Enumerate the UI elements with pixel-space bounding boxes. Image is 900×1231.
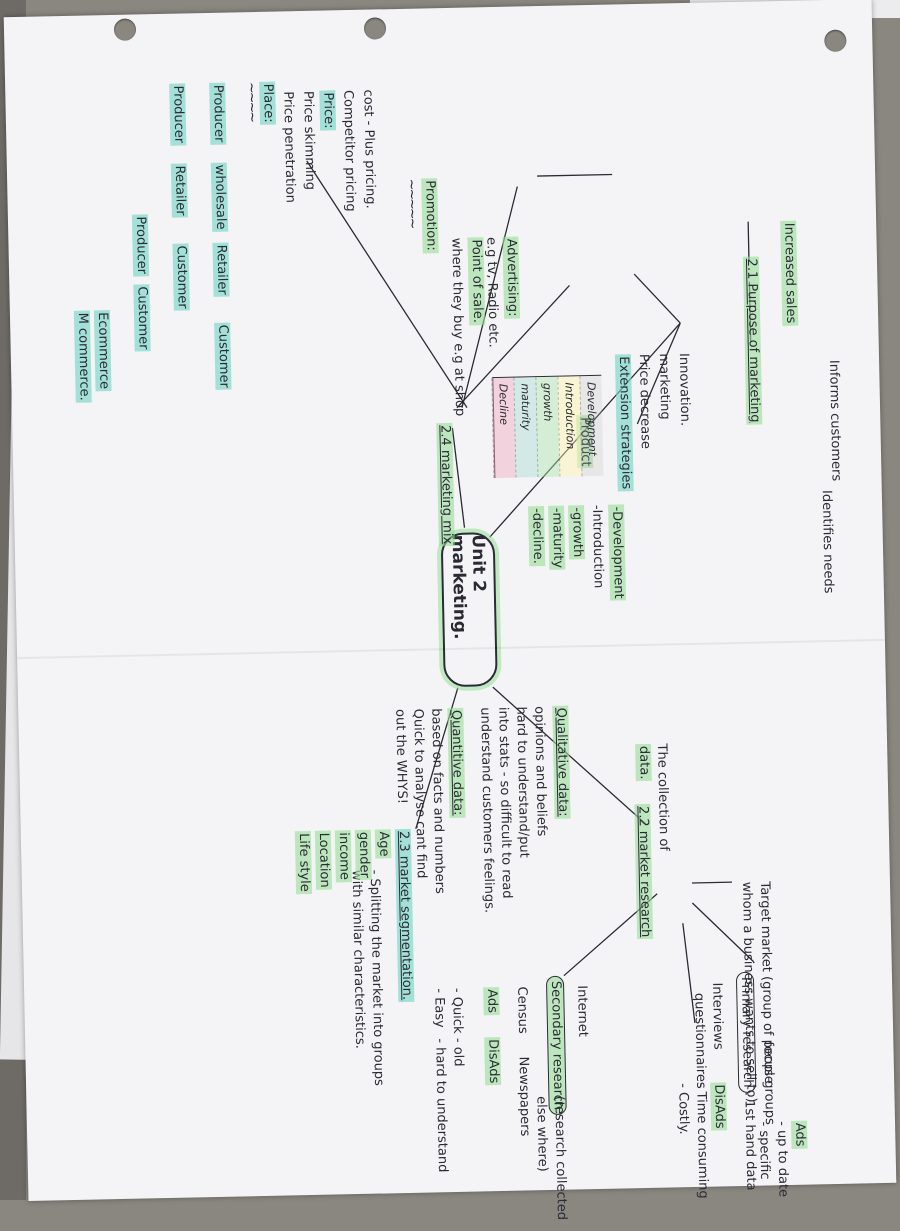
research-heading: 2.2 market research: [634, 803, 654, 940]
primary-ads: Ads: [790, 1120, 808, 1149]
extension-heading: Extension strategies: [614, 354, 634, 492]
price-item: Competitor pricing: [340, 89, 358, 212]
place-chain1-item: Producer: [209, 82, 227, 145]
segmentation-item: Age: [374, 829, 392, 859]
product-stage: -growth: [568, 505, 586, 560]
place-chain1-item: Retailer: [212, 242, 230, 297]
qualitative-heading: Qualitative data:: [552, 705, 571, 819]
quantitative-heading: Quantitive data:: [447, 707, 466, 818]
product-life-cycle-diagram: Development Introduction growth maturity…: [491, 374, 604, 479]
secondary-ads: Ads: [483, 987, 500, 1016]
secondary-source: Newspapers: [515, 1056, 533, 1137]
place-heading: Place:: [259, 81, 277, 125]
place-mcommerce: M commerce.: [73, 310, 92, 403]
place-chain2-item: Customer: [172, 243, 190, 311]
plc-stage-label: growth: [535, 376, 560, 478]
secondary-source: Internet: [574, 985, 591, 1038]
plc-stage-label: Decline: [491, 377, 516, 479]
primary-disads-item: - Time consuming: [693, 1082, 711, 1199]
primary-ads-item: - up to date: [773, 1121, 791, 1198]
promotion-heading: Promotion:: [421, 178, 439, 254]
purpose-informs: Informs customers: [826, 359, 844, 482]
primary-method: focus groups: [760, 1041, 778, 1125]
place-chain3-item: Customer: [133, 284, 151, 352]
price-item: Price penetration: [280, 91, 298, 204]
mix-heading: 2.4 marketing mix: [436, 422, 455, 547]
quantitative-line: out the WHYS!: [392, 708, 410, 805]
place-chain3-item: Producer: [131, 214, 150, 277]
secondary-ads-item: - Quick: [449, 987, 466, 1034]
segmentation-item: income: [334, 830, 352, 883]
price-item: Price skimming: [300, 90, 318, 191]
primary-research: Primary research: [735, 971, 757, 1093]
product-stage: -maturity: [548, 505, 566, 571]
plc-stage-label: maturity: [513, 377, 538, 478]
mind-map: Unit 2 marketing. 2.1 Purpose of marketi…: [34, 19, 898, 1220]
secondary-note-2: else where): [533, 1096, 550, 1172]
product-stage: -Introduction: [589, 504, 606, 589]
purpose-identifies: Identifies needs: [818, 489, 836, 594]
place-chain2-item: Producer: [169, 83, 187, 146]
research-collection-2: data.: [635, 743, 652, 782]
segmentation-item: Location: [314, 830, 333, 890]
squiggle-decoration: ~~~~: [243, 81, 260, 122]
promotion-adv-desc: e.g tv, Radio etc.: [483, 236, 501, 348]
price-item: cost - Plus pricing.: [360, 89, 378, 209]
place-chain2-item: Retailer: [170, 163, 188, 218]
secondary-easy: - Easy: [431, 988, 447, 1028]
place-chain1-item: wholesale: [210, 162, 229, 232]
segmentation-item: Life style: [294, 830, 313, 895]
squiggle-decoration: ~~~~~: [403, 178, 421, 228]
plc-stage-label: Development: [579, 375, 604, 477]
purpose-increased: Increased sales: [780, 220, 799, 326]
extension-item: marketing: [655, 353, 673, 420]
promotion-advertising: Advertising:: [502, 236, 521, 319]
secondary-disads-item: - old: [450, 1037, 466, 1067]
research-collection: The collection of: [654, 743, 672, 852]
product-stage: -decline.: [528, 506, 546, 567]
product-stage: -Development: [608, 504, 627, 601]
extension-item: Price decrease: [635, 353, 653, 450]
qualitative-line: hard to understand/put: [513, 706, 532, 858]
secondary-note: (research collected: [551, 1095, 570, 1221]
secondary-disads: DisAds: [484, 1037, 502, 1086]
primary-method: Interviews: [709, 982, 726, 1050]
segmentation-item: gender: [354, 829, 372, 881]
primary-ads-item: - specific: [755, 1121, 773, 1180]
primary-disads: DisAds: [710, 1082, 728, 1131]
price-heading: Price:: [319, 90, 337, 131]
plc-stage-label: Introduction: [557, 376, 582, 477]
primary-method: questionnaires: [691, 992, 709, 1089]
place-chain1-item: Customer: [214, 322, 232, 391]
secondary-research: Secondary research: [545, 975, 567, 1116]
primary-disads-item: - Costly.: [675, 1083, 692, 1135]
secondary-source: Census: [514, 986, 531, 1034]
map-title: Unit 2 marketing.: [440, 532, 498, 688]
secondary-disads-item: - hard to understand: [432, 1038, 450, 1173]
place-ecommerce: Ecommerce: [93, 310, 112, 392]
notebook-sheet: Unit 2 marketing. 2.1 Purpose of marketi…: [3, 0, 898, 1220]
qualitative-line: opinions and beliefs: [531, 706, 549, 837]
extension-item: Innovation.: [675, 352, 693, 427]
